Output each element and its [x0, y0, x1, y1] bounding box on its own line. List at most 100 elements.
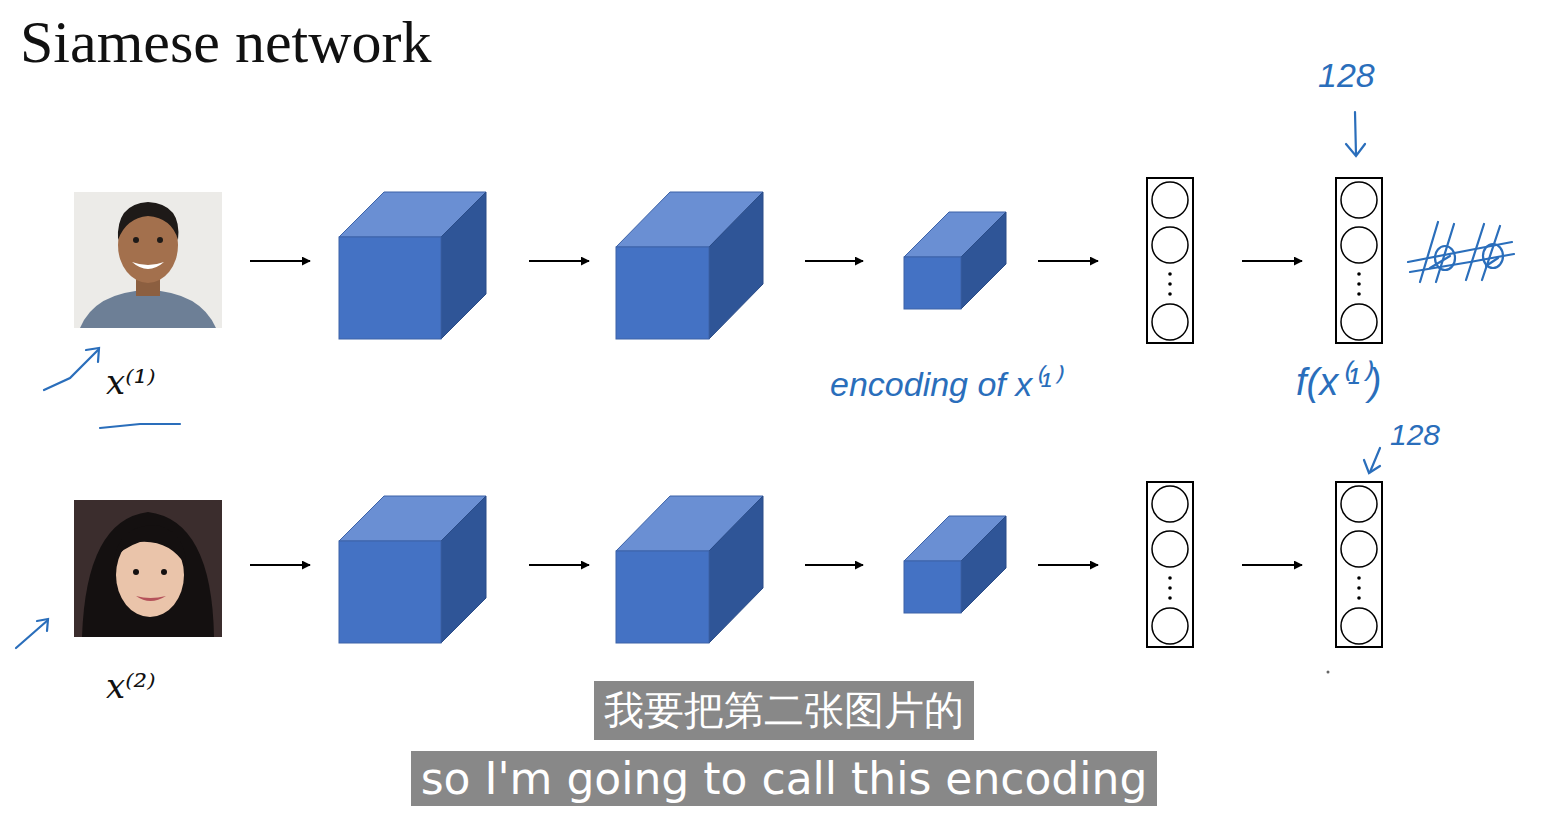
cube-side — [709, 496, 763, 643]
pen-stroke — [44, 350, 98, 390]
flow-arrow — [529, 260, 589, 262]
vector-frame — [1147, 482, 1193, 647]
pen-dot — [1327, 671, 1330, 674]
vector-unit — [1341, 486, 1377, 522]
pen-stroke — [86, 348, 99, 362]
pen-stroke — [37, 619, 48, 631]
vector-unit — [1152, 182, 1188, 218]
subtitle-line: so I'm going to call this encoding — [411, 751, 1158, 806]
photo-hair — [118, 202, 179, 240]
flow-arrow — [250, 564, 310, 566]
vector-unit — [1341, 608, 1377, 644]
flow-arrow — [529, 564, 589, 566]
dimension-label: 128 — [1318, 56, 1375, 95]
flow-arrow — [250, 260, 310, 262]
flow-arrow — [1038, 564, 1098, 566]
vector-frame — [1147, 178, 1193, 343]
cube-front — [904, 561, 961, 613]
ellipsis-dot — [1357, 282, 1361, 286]
photo-eye — [133, 237, 139, 243]
vector-unit — [1152, 531, 1188, 567]
conv-volume — [339, 496, 486, 643]
cube-front — [904, 257, 961, 309]
photo-fringe — [114, 526, 186, 566]
conv-volume — [616, 192, 763, 339]
label-holder: x⁽¹⁾ — [106, 362, 156, 402]
face-photo — [74, 500, 222, 637]
input-label: x⁽¹⁾ — [106, 362, 156, 402]
label-holder: x⁽²⁾ — [106, 666, 156, 706]
vector-unit — [1341, 304, 1377, 340]
pen-stroke — [1435, 246, 1455, 270]
ellipsis-dot — [1357, 586, 1361, 590]
flow-arrow — [805, 260, 863, 262]
vector-unit — [1341, 182, 1377, 218]
photo-background — [74, 500, 222, 637]
vector-unit — [1152, 608, 1188, 644]
pen-stroke — [1486, 258, 1498, 266]
flow-arrow — [1242, 564, 1302, 566]
ellipsis-dot — [1357, 596, 1361, 600]
ellipsis-dot — [1168, 282, 1172, 286]
label-holder: 128 — [1390, 418, 1440, 452]
vector-unit — [1341, 227, 1377, 263]
cube-side — [441, 496, 486, 643]
ellipsis-dot — [1168, 272, 1172, 276]
vector-unit — [1341, 531, 1377, 567]
ellipsis-dot — [1168, 292, 1172, 296]
pen-stroke — [100, 424, 180, 428]
conv-volume — [339, 192, 486, 339]
subtitle-line: 我要把第二张图片的 — [594, 681, 974, 740]
dimension-label: 128 — [1390, 418, 1440, 452]
annotation-note: encoding of x⁽¹⁾ — [830, 360, 1060, 406]
cube-front — [339, 237, 441, 339]
pen-stroke — [1483, 244, 1503, 268]
input-label: x⁽²⁾ — [106, 666, 156, 706]
photo-eye — [157, 237, 163, 243]
face-photo — [74, 192, 222, 328]
feature-vector — [1336, 178, 1382, 343]
cube-front — [616, 247, 709, 339]
pen-stroke — [1355, 112, 1356, 155]
label-holder: encoding of x⁽¹⁾ — [830, 360, 1060, 406]
vector-frame — [1336, 178, 1382, 343]
conv-volume — [616, 496, 763, 643]
function-label: f(x⁽¹⁾) — [1296, 354, 1382, 406]
flow-arrow — [805, 564, 863, 566]
photo-eye — [161, 569, 167, 575]
flow-arrow — [1038, 260, 1098, 262]
ellipsis-dot — [1357, 576, 1361, 580]
cube-side — [961, 516, 1006, 613]
flow-arrow — [1242, 260, 1302, 262]
label-holder: so I'm going to call this encoding — [411, 751, 1158, 806]
ellipsis-dot — [1357, 292, 1361, 296]
vector-unit — [1152, 486, 1188, 522]
photo-hair — [82, 512, 214, 637]
pen-stroke — [1482, 226, 1500, 280]
ellipsis-dot — [1168, 596, 1172, 600]
pen-stroke — [1430, 256, 1450, 268]
ellipsis-dot — [1168, 576, 1172, 580]
feature-vector — [1147, 482, 1193, 647]
pen-stroke — [1346, 144, 1365, 156]
cube-side — [441, 192, 486, 339]
vector-unit — [1152, 304, 1188, 340]
conv-volume — [904, 212, 1006, 309]
pen-stroke — [1466, 224, 1484, 280]
pen-stroke — [1436, 224, 1454, 282]
photo-background — [74, 192, 222, 328]
title-holder: Siamese network — [20, 8, 432, 77]
slide-title: Siamese network — [20, 8, 432, 77]
label-holder: 128 — [1318, 56, 1375, 95]
cube-front — [616, 551, 709, 643]
photo-eye — [133, 569, 139, 575]
ellipsis-dot — [1168, 586, 1172, 590]
vector-unit — [1152, 227, 1188, 263]
label-holder: 我要把第二张图片的 — [594, 681, 974, 740]
cube-front — [339, 541, 441, 643]
cube-side — [961, 212, 1006, 309]
label-holder: f(x⁽¹⁾) — [1296, 354, 1382, 406]
cube-side — [709, 192, 763, 339]
photo-lips — [136, 596, 166, 601]
feature-vector — [1336, 482, 1382, 647]
